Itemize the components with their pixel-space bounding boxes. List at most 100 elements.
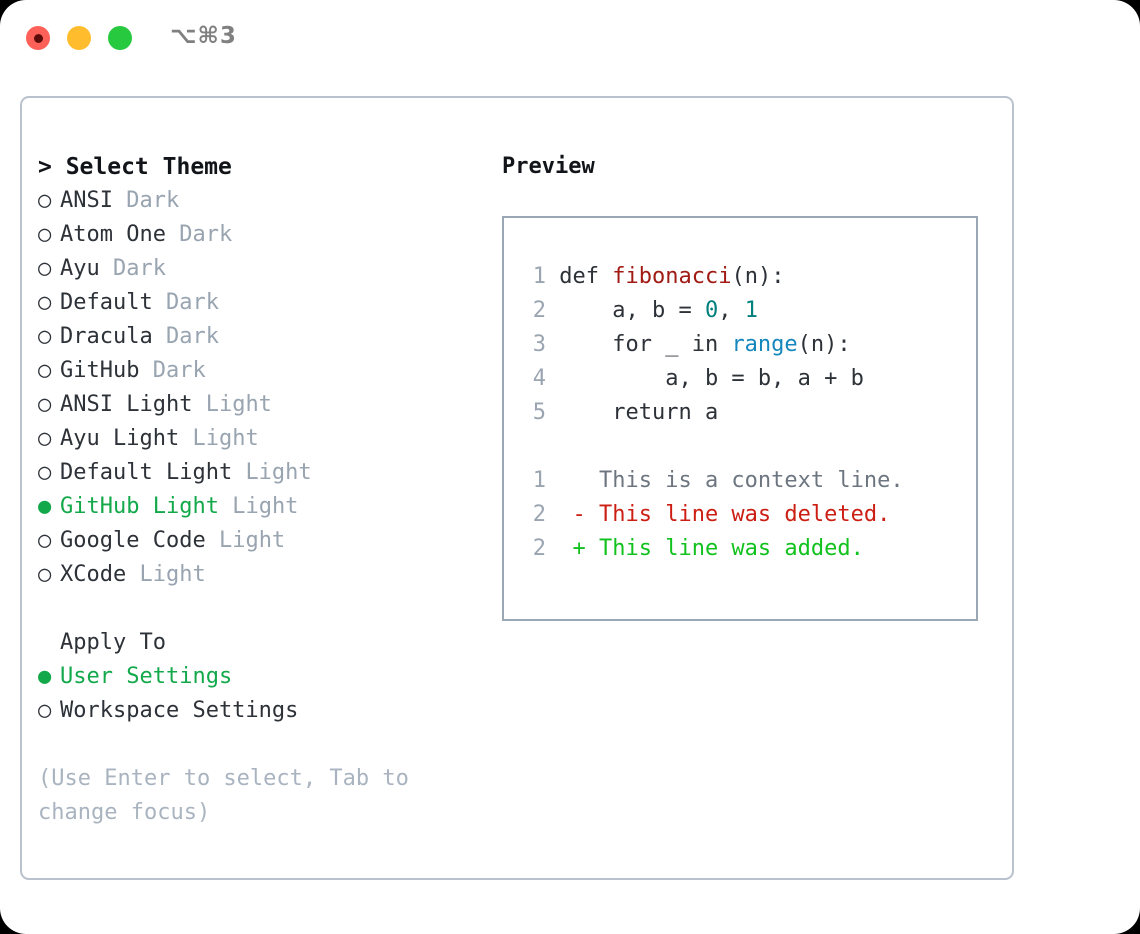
theme-spacer <box>113 188 126 213</box>
radio-selected-icon: ● <box>38 494 52 519</box>
radio-unselected-icon: ○ <box>38 528 52 553</box>
diff-line: 2 - This line was deleted. <box>522 498 976 532</box>
theme-name: Ayu <box>60 256 100 281</box>
diff-text: This line was added. <box>598 536 864 561</box>
line-number: 1 <box>532 264 546 289</box>
theme-category-tag: Light <box>218 528 286 553</box>
window-controls <box>26 26 132 50</box>
diff-marker <box>546 468 599 493</box>
diff-text: This is a context line. <box>598 468 904 493</box>
code-line: 2 a, b = 0, 1 <box>522 294 976 328</box>
radio-unselected-icon: ○ <box>38 188 52 213</box>
theme-name: Ayu Light <box>60 426 180 451</box>
radio-unselected-icon: ○ <box>38 290 52 315</box>
theme-spacer <box>206 528 219 553</box>
theme-selector-panel: > Select Theme ○ANSI Dark○Atom One Dark○… <box>20 96 1014 880</box>
theme-list-item[interactable]: ○ANSI Light Light <box>38 388 468 422</box>
theme-category-tag: Light <box>245 460 312 485</box>
apply-to-list: ●User Settings○Workspace Settings <box>38 660 468 728</box>
diff-line: 2 + This line was added. <box>522 532 976 566</box>
code-line: 3 for _ in range(n): <box>522 328 976 362</box>
diff-spacer <box>522 430 976 464</box>
apply-to-label: Workspace Settings <box>60 698 299 723</box>
theme-list: ○ ANSI Dark ○ Atom One Dark ○ Ayu Dark ○ Defaul… <box>38 184 468 592</box>
radio-unselected-icon: ○ <box>38 460 52 485</box>
code-token: 1 <box>744 298 758 323</box>
code-token: a, b = <box>546 298 705 323</box>
theme-category-tag: Dark <box>152 358 206 383</box>
radio-unselected-icon: ○ <box>38 324 52 349</box>
theme-spacer <box>192 392 205 417</box>
theme-list-item[interactable]: ○Ayu Light Light <box>38 422 468 456</box>
theme-list-item[interactable]: ● GitHub Light Light <box>38 490 468 524</box>
theme-spacer <box>139 358 152 383</box>
theme-name: Default <box>60 290 153 315</box>
maximize-button[interactable] <box>108 26 132 50</box>
section-spacer <box>38 592 468 626</box>
code-token: a, b = b, a + b <box>546 366 864 391</box>
theme-name: GitHub <box>60 358 140 383</box>
code-token: return a <box>546 400 719 425</box>
theme-list-header: > Select Theme <box>38 154 232 180</box>
apply-to-option[interactable]: ○Workspace Settings <box>38 694 468 728</box>
radio-unselected-icon: ○ <box>38 392 52 417</box>
code-token: , <box>718 298 745 323</box>
radio-unselected-icon: ○ <box>38 358 52 383</box>
theme-list-item[interactable]: ○ GitHub Dark <box>38 354 468 388</box>
close-button[interactable] <box>26 26 50 50</box>
radio-unselected-icon: ○ <box>38 222 52 247</box>
radio-unselected-icon: ○ <box>38 256 52 281</box>
theme-list-item[interactable]: ○XCode Light <box>38 558 468 592</box>
theme-name: ANSI Light <box>60 392 193 417</box>
theme-name: ANSI <box>60 188 113 213</box>
theme-list-item[interactable]: ○ Default Dark <box>38 286 468 320</box>
theme-list-item[interactable]: ○ Default Light Light <box>38 456 468 490</box>
radio-unselected-icon: ○ <box>38 562 52 587</box>
theme-name: Default Light <box>60 460 233 485</box>
theme-spacer <box>153 290 166 315</box>
line-number: 1 <box>532 468 546 493</box>
line-number: 4 <box>532 366 546 391</box>
theme-category-tag: Light <box>139 562 206 587</box>
theme-list-item[interactable]: ○ ANSI Dark <box>38 184 468 218</box>
title-bar: ⌥⌘3 <box>0 0 1140 78</box>
theme-list-column: > Select Theme ○ANSI Dark○Atom One Dark○… <box>38 150 468 830</box>
diff-marker: - <box>546 502 599 527</box>
apply-to-header: Apply To <box>60 630 166 655</box>
theme-spacer <box>100 256 113 281</box>
theme-category-tag: Dark <box>113 256 166 281</box>
theme-category-tag: Dark <box>126 188 180 213</box>
diff-sample: 1 This is a context line. 2 - This line w… <box>522 464 976 566</box>
line-number: 3 <box>532 332 546 357</box>
theme-category-tag: Light <box>232 494 299 519</box>
theme-spacer <box>153 324 166 349</box>
theme-list-item[interactable]: ○Dracula Dark <box>38 320 468 354</box>
code-line: 5 return a <box>522 396 976 430</box>
apply-to-option[interactable]: ●User Settings <box>38 660 468 694</box>
preview-column: Preview 1 def fibonacci(n):2 a, b = 0, 1… <box>502 150 992 621</box>
theme-category-tag: Dark <box>165 324 219 349</box>
theme-category-tag: Light <box>192 426 259 451</box>
theme-spacer <box>179 426 192 451</box>
code-token: (n): <box>797 332 851 357</box>
theme-spacer <box>126 562 139 587</box>
code-token: (n): <box>731 264 785 289</box>
theme-category-tag: Dark <box>165 290 219 315</box>
theme-spacer <box>166 222 179 247</box>
code-token: for _ in <box>546 332 732 357</box>
theme-name: GitHub Light <box>60 494 219 519</box>
theme-list-item[interactable]: ○ Atom One Dark <box>38 218 468 252</box>
minimize-button[interactable] <box>67 26 91 50</box>
theme-name: Google Code <box>60 528 206 553</box>
keyboard-hint-text: (Use Enter to select, Tab to change focu… <box>38 766 409 825</box>
keyboard-shortcut-label: ⌥⌘3 <box>170 23 237 49</box>
theme-name: Atom One <box>60 222 166 247</box>
theme-category-tag: Dark <box>179 222 233 247</box>
apply-to-label: User Settings <box>60 664 233 689</box>
theme-list-item[interactable]: ○ Ayu Dark <box>38 252 468 286</box>
preview-title: Preview <box>502 154 595 179</box>
theme-list-item[interactable]: ○ Google Code Light <box>38 524 468 558</box>
line-number: 2 <box>532 502 546 527</box>
